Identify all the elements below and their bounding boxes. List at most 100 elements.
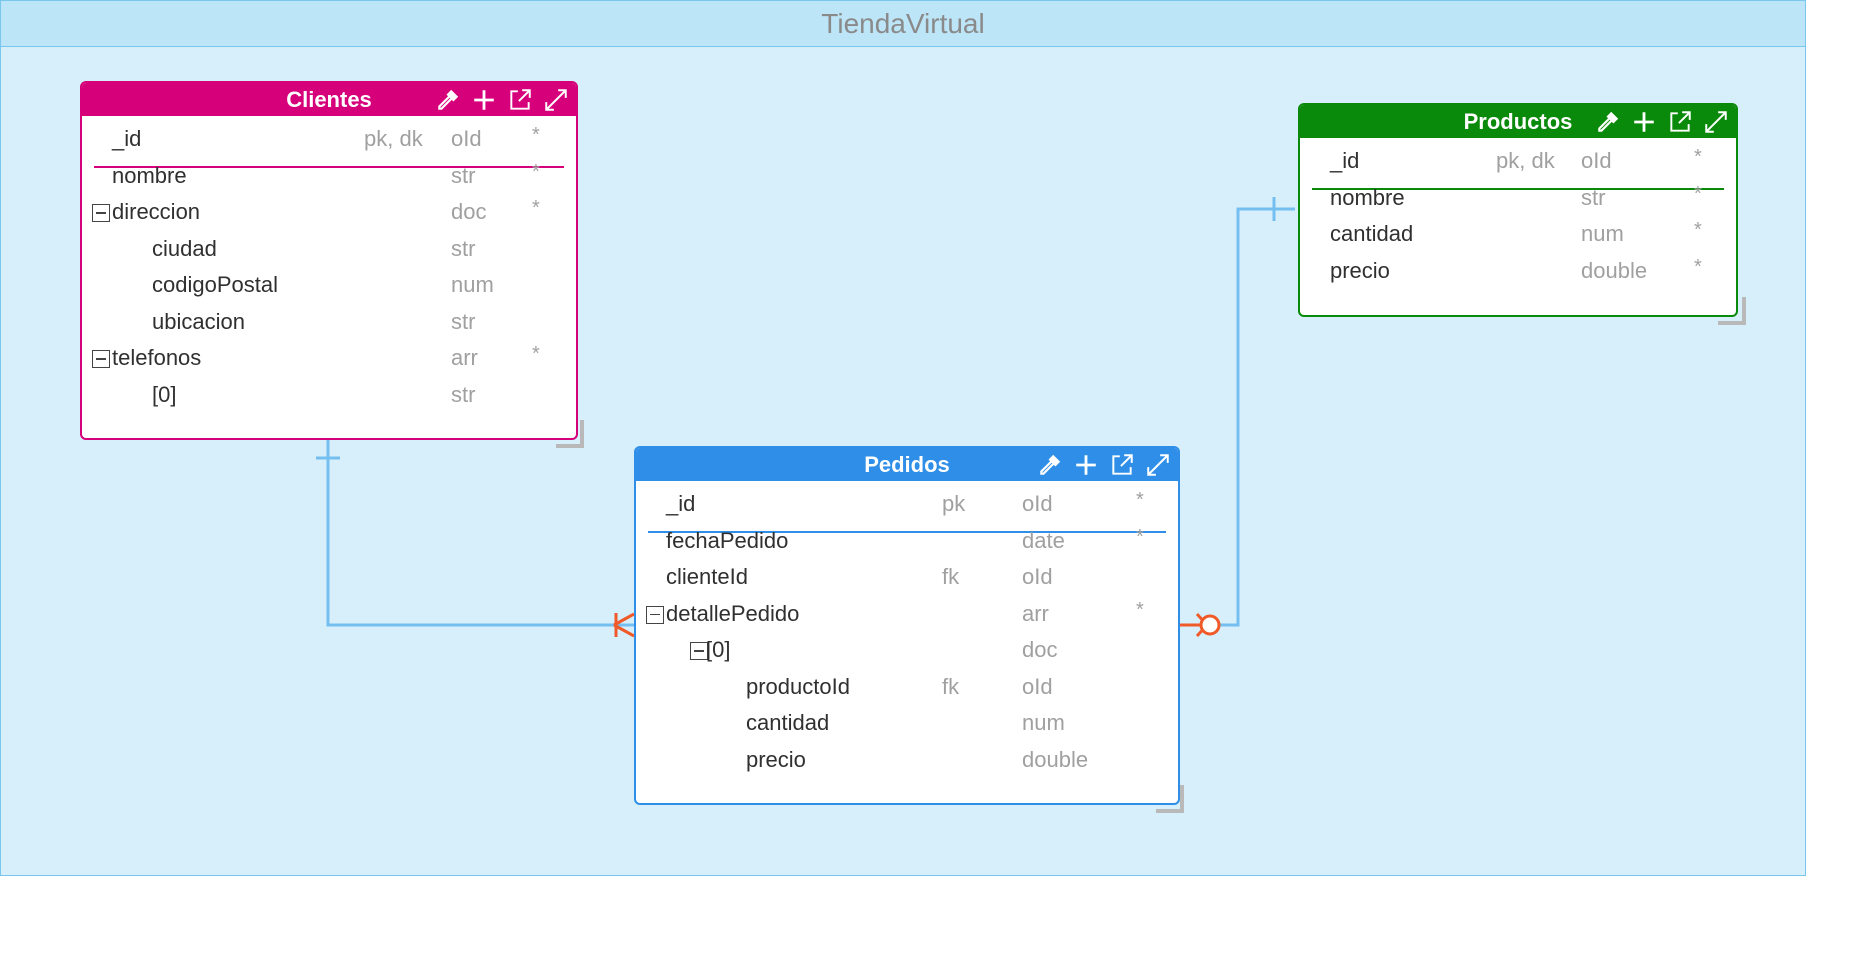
expand-icon[interactable]: [1698, 105, 1734, 138]
field-type: doc: [451, 199, 487, 224]
field-type: num: [1581, 221, 1624, 246]
field-key: pk, dk: [364, 126, 423, 151]
external-link-icon[interactable]: [1662, 105, 1698, 138]
entity-header[interactable]: Clientes: [82, 83, 576, 116]
field-key: pk: [942, 491, 966, 516]
relation-pedidos-productos[interactable]: [1180, 197, 1295, 638]
expand-icon[interactable]: [1140, 448, 1176, 481]
field-row[interactable]: cantidad num: [636, 705, 1178, 741]
relation-clientes-pedidos[interactable]: [316, 438, 635, 638]
field-type: oId: [451, 126, 482, 151]
field-row[interactable]: ciudad str: [82, 231, 576, 267]
field-type: double: [1581, 257, 1648, 283]
field-name: productoId: [746, 673, 850, 699]
plus-icon[interactable]: [1068, 448, 1104, 481]
field-required-marker: *: [1694, 255, 1702, 278]
eyedropper-icon[interactable]: [430, 83, 466, 116]
collapse-toggle-icon[interactable]: [646, 605, 664, 624]
field-row[interactable]: [0]doc: [636, 632, 1178, 668]
field-name: precio: [746, 746, 806, 772]
expand-icon[interactable]: [538, 83, 574, 116]
primary-key-separator: [1312, 188, 1724, 190]
external-link-icon[interactable]: [1104, 448, 1140, 481]
field-required-marker: *: [1694, 146, 1702, 168]
eyedropper-icon[interactable]: [1590, 105, 1626, 138]
entity-header[interactable]: Pedidos: [636, 448, 1178, 481]
field-type: str: [451, 235, 476, 261]
external-link-icon[interactable]: [502, 83, 538, 116]
primary-key-separator: [94, 166, 564, 168]
canvas-title: TiendaVirtual: [1, 1, 1805, 47]
field-row[interactable]: precio double *: [1300, 253, 1736, 289]
field-name: ubicacion: [152, 308, 245, 334]
field-name: [0]: [152, 381, 177, 407]
field-name: _id: [1330, 148, 1360, 173]
field-key: fk: [942, 673, 960, 699]
field-required-marker: *: [1694, 182, 1702, 205]
field-row[interactable]: _id pk, dk oId *: [1300, 143, 1736, 179]
collapse-toggle-icon[interactable]: [92, 350, 110, 368]
entity-title: Clientes: [286, 87, 372, 112]
many-marker: [613, 612, 635, 638]
entity-tools: [1590, 105, 1734, 138]
field-type: num: [1022, 710, 1065, 735]
field-type: num: [451, 272, 494, 297]
resize-handle[interactable]: [556, 420, 584, 448]
field-row[interactable]: direccion doc *: [82, 194, 576, 230]
field-row[interactable]: codigoPostal num: [82, 267, 576, 303]
eyedropper-icon[interactable]: [1032, 448, 1068, 481]
field-name: precio: [1330, 257, 1390, 283]
field-name: fechaPedido: [666, 527, 789, 553]
field-required-marker: *: [532, 160, 540, 183]
entity-header[interactable]: Productos: [1300, 105, 1736, 138]
field-required-marker: *: [1136, 598, 1144, 621]
field-name: cantidad: [1330, 221, 1414, 246]
field-type: oId: [1022, 564, 1053, 589]
field-name: telefonos: [112, 345, 202, 370]
field-type: oId: [1581, 148, 1612, 173]
field-row[interactable]: ubicacion str: [82, 304, 576, 340]
primary-key-separator: [648, 531, 1166, 533]
plus-icon[interactable]: [466, 83, 502, 116]
field-required-marker: *: [532, 343, 540, 365]
field-name: detallePedido: [666, 600, 800, 626]
field-type: doc: [1022, 637, 1058, 662]
entity-productos[interactable]: Productos _id pk, dk oId * nombre str * cantida…: [1298, 103, 1738, 317]
resize-handle[interactable]: [1156, 785, 1184, 813]
field-type: str: [451, 308, 476, 334]
field-required-marker: *: [532, 124, 540, 146]
field-name: ciudad: [152, 235, 217, 261]
field-type: str: [1581, 184, 1606, 210]
collapse-toggle-icon[interactable]: [92, 204, 110, 222]
zero-or-many-marker: [1180, 612, 1221, 638]
plus-icon[interactable]: [1626, 105, 1662, 138]
field-required-marker: *: [1136, 489, 1144, 511]
field-key: pk, dk: [1496, 148, 1555, 173]
field-row[interactable]: nombre str *: [1300, 180, 1736, 216]
field-name: _id: [112, 126, 142, 151]
field-required-marker: *: [532, 197, 540, 219]
entity-tools: [430, 83, 574, 116]
field-name: direccion: [112, 199, 201, 224]
collapse-toggle-icon[interactable]: [690, 642, 708, 660]
field-row[interactable]: _id pk, dk oId *: [82, 121, 576, 157]
field-name: codigoPostal: [152, 272, 278, 297]
field-name: nombre: [1330, 184, 1405, 210]
field-type: str: [451, 381, 476, 407]
field-name: cantidad: [746, 710, 830, 735]
field-name: nombre: [112, 162, 187, 188]
resize-handle[interactable]: [1718, 297, 1746, 325]
field-row[interactable]: [0] str: [82, 377, 576, 413]
